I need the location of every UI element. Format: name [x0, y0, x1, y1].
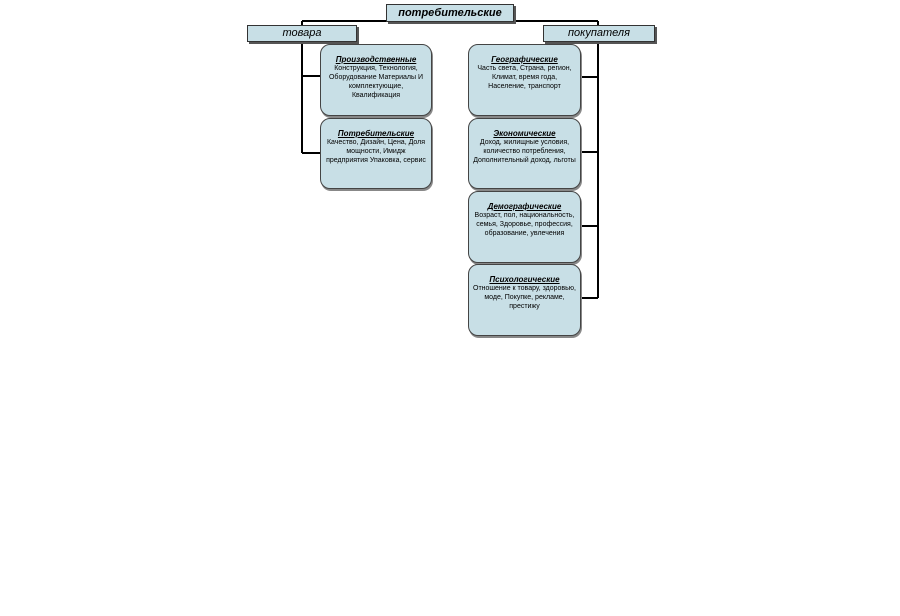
card-body: Часть света, Страна, регион, Климат, вре…: [477, 65, 572, 90]
card-body: Возраст, пол, национальность, семья, Здо…: [474, 212, 575, 237]
consumer-features-header: потребительские: [386, 4, 514, 22]
card-title: Демографические: [487, 202, 562, 211]
economic-card: Экономические Доход, жилищные условия, к…: [468, 118, 581, 189]
consumer-factors-card: Потребительские Качество, Дизайн, Цена, …: [320, 118, 432, 189]
buyer-header: покупателя: [543, 25, 655, 42]
card-body: Конструкция, Технология, Оборудование Ма…: [328, 65, 423, 99]
card-body: Качество, Дизайн, Цена, Доля мощности, И…: [326, 139, 426, 164]
card-title: Психологические: [489, 275, 560, 284]
demographic-card: Демографические Возраст, пол, национальн…: [468, 191, 581, 263]
card-title: Экономические: [493, 129, 556, 138]
card-title: Географические: [491, 55, 558, 64]
product-header: товара: [247, 25, 357, 42]
card-title: Производственные: [335, 55, 417, 64]
card-title: Потребительские: [337, 129, 415, 138]
production-factors-card: Производственные Конструкция, Технология…: [320, 44, 432, 116]
psychological-card: Психологические Отношение к товару, здор…: [468, 264, 581, 336]
card-body: Доход, жилищные условия, количество потр…: [473, 139, 576, 164]
card-body: Отношение к товару, здоровью, моде, Поку…: [473, 285, 576, 310]
geographic-card: Географические Часть света, Страна, реги…: [468, 44, 581, 116]
